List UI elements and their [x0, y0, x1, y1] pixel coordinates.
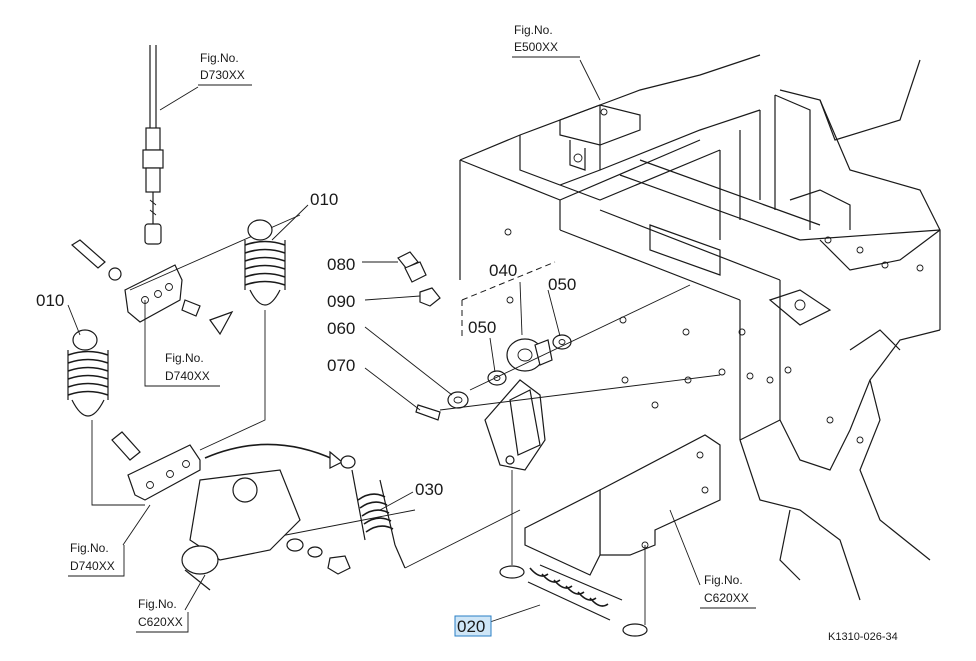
fig-ref-c620-right[interactable]: Fig.No. C620XX — [700, 573, 756, 609]
pin-070 — [415, 404, 441, 421]
spring-030 — [340, 455, 521, 569]
fig-ref-d740-upper[interactable]: Fig.No. D740XX — [144, 345, 220, 387]
spring-010-lower — [67, 329, 109, 417]
control-cable — [142, 45, 164, 245]
fig-ref-prefix: Fig.No. — [704, 573, 743, 587]
fig-ref-e500[interactable]: Fig.No. E500XX — [512, 23, 580, 58]
fig-ref-d730[interactable]: Fig.No. D730XX — [198, 51, 252, 86]
spring-010-upper — [244, 219, 286, 306]
fig-ref-code: C620XX — [138, 615, 183, 629]
part-label-040: 040 — [489, 261, 517, 280]
lever-assembly-040 — [461, 261, 556, 471]
fig-ref-code: D740XX — [70, 559, 115, 573]
part-label-090: 090 — [327, 292, 355, 311]
bolt-080 — [397, 251, 427, 283]
part-label-020[interactable]: 020 — [457, 617, 485, 636]
part-label-080: 080 — [327, 255, 355, 274]
part-label-020-highlight — [454, 615, 492, 637]
part-label-070: 070 — [327, 356, 355, 375]
part-label-010-lower: 010 — [36, 291, 64, 310]
fig-ref-prefix: Fig.No. — [165, 351, 204, 365]
fig-ref-prefix: Fig.No. — [200, 51, 239, 65]
bushing-050-right — [552, 334, 572, 350]
fig-ref-code: D730XX — [200, 68, 245, 82]
left-linkage — [71, 214, 416, 541]
bushing-050-left — [487, 370, 507, 386]
return-spring-020 — [499, 470, 648, 637]
nut-090 — [419, 287, 441, 307]
leader-lines — [67, 59, 701, 623]
fig-ref-prefix: Fig.No. — [70, 541, 109, 555]
shaft-line — [469, 284, 691, 391]
fig-ref-d740-lower[interactable]: Fig.No. D740XX — [68, 541, 125, 577]
part-label-010-upper: 010 — [310, 190, 338, 209]
part-label-060: 060 — [327, 319, 355, 338]
fig-ref-prefix: Fig.No. — [138, 597, 177, 611]
pedal-bracket — [524, 434, 721, 576]
fig-ref-code: E500XX — [514, 40, 558, 54]
shaft-line — [439, 374, 721, 411]
fig-ref-code: C620XX — [704, 591, 749, 605]
fig-ref-prefix: Fig.No. — [514, 23, 553, 37]
part-label-050-left: 050 — [468, 318, 496, 337]
part-label-050-right: 050 — [548, 275, 576, 294]
diagram-code: K1310-026-34 — [828, 631, 898, 643]
fig-ref-code: D740XX — [165, 369, 210, 383]
chassis-frame — [459, 54, 941, 601]
fig-ref-c620-left[interactable]: Fig.No. C620XX — [136, 597, 189, 633]
pivot-arm — [181, 443, 351, 591]
part-label-030: 030 — [415, 480, 443, 499]
